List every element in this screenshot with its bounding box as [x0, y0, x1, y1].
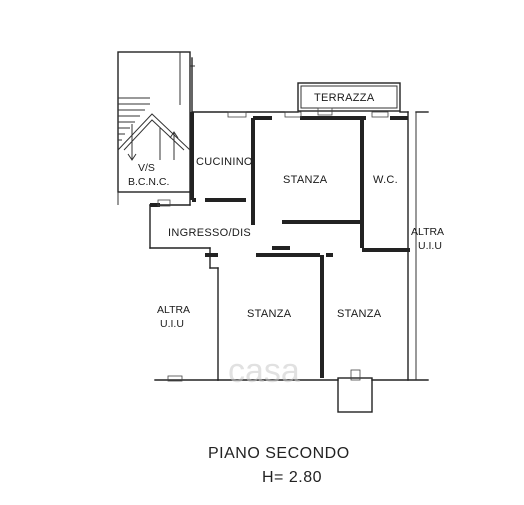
room-label-room-top: STANZA — [283, 174, 328, 186]
other-unit-left-line1: ALTRA — [157, 304, 190, 316]
room-label-room-bottom-right: STANZA — [337, 308, 382, 320]
room-label-wc: W.C. — [373, 174, 398, 186]
interior-walls — [150, 112, 410, 378]
bottom-balcony — [337, 369, 373, 413]
stair-label-bcnc: B.C.N.C. — [128, 176, 169, 188]
outer-walls — [149, 57, 429, 381]
other-unit-right-line2: U.I.U — [418, 240, 442, 252]
stairwell — [117, 51, 195, 205]
room-label-kitchenette: CUCININO — [196, 156, 253, 168]
stair-label-vs: V/S — [138, 162, 155, 174]
room-label-entrance: INGRESSO/DIS — [168, 227, 251, 239]
height-label: H= 2.80 — [262, 469, 322, 486]
room-label-room-bottom-left: STANZA — [247, 308, 292, 320]
windows — [157, 111, 389, 382]
terrace — [297, 82, 401, 116]
room-label-terrace: TERRAZZA — [314, 92, 375, 104]
other-unit-left-line2: U.I.U — [160, 318, 184, 330]
watermark: casa — [228, 352, 300, 390]
other-unit-right-line1: ALTRA — [411, 226, 444, 238]
floor-title: PIANO SECONDO — [208, 445, 350, 462]
